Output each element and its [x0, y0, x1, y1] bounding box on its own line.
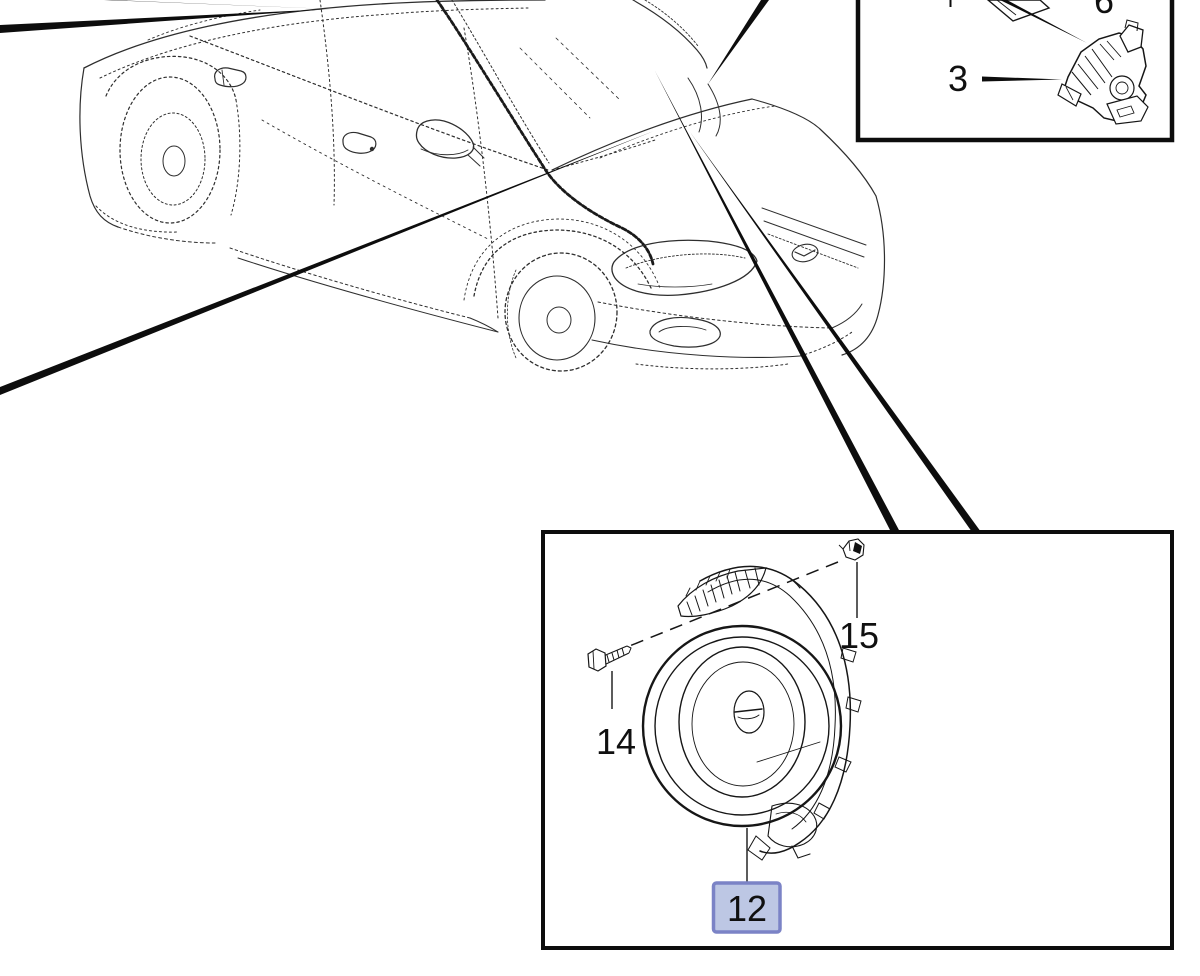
callout-14[interactable]: 14	[596, 721, 636, 762]
callout-partial-6: 6	[1094, 0, 1114, 21]
callout-12: 12	[727, 888, 767, 929]
leader-from-top	[708, 0, 769, 84]
car-rear-hatch	[79, 67, 119, 228]
clip-drawing	[838, 538, 865, 561]
callout-15[interactable]: 15	[839, 615, 879, 656]
car-grille	[761, 207, 867, 269]
speaker-foot	[767, 802, 818, 848]
car-bumper	[591, 301, 863, 370]
car-beltline	[189, 35, 549, 171]
car-wipers	[687, 77, 721, 137]
car-front-wheel	[463, 218, 661, 372]
car-hood-edge	[551, 98, 753, 171]
sensor-internal-leader	[1000, 0, 1087, 43]
screw-axis-dashed-line	[626, 561, 839, 648]
leader-to-speaker-box-1	[655, 71, 900, 532]
car-headlight	[611, 239, 758, 296]
car-side-mirror	[415, 119, 485, 167]
leader-top-left-b	[0, 9, 331, 33]
car-rear-door-handle	[214, 67, 247, 88]
car-front-door-seam	[463, 27, 499, 319]
detail-box-sensor: 3 6	[855, 0, 1175, 143]
callout-3[interactable]: 3	[948, 58, 968, 99]
car-rear-wheel	[105, 55, 237, 224]
leader-to-speaker-box-2	[690, 132, 981, 532]
callout-12-highlight[interactable]: 12	[711, 881, 782, 934]
speaker-ratchet-bracket	[677, 567, 767, 618]
car-roofline	[83, 0, 546, 69]
leader-top-left-a	[104, 0, 331, 9]
detail-box-speaker: 15 14 12	[541, 530, 1174, 950]
callout-12-box	[711, 881, 782, 934]
leader-lower-left	[0, 131, 654, 395]
car-badge	[791, 243, 819, 263]
sensor-label-leader	[982, 76, 1062, 82]
speaker-dust-cap	[733, 690, 765, 734]
speaker-outer-ring	[641, 624, 843, 828]
sensor-part-drawing	[1057, 19, 1149, 125]
screw-drawing	[587, 645, 632, 672]
speaker-box-border	[541, 530, 1174, 950]
car-rear-door-seam	[319, 0, 335, 206]
speaker-drawing	[641, 565, 862, 861]
car-a-pillar	[435, 0, 655, 266]
car-illustration	[79, 0, 886, 372]
car-front-silhouette	[841, 195, 886, 356]
car-front-door-handle	[342, 131, 377, 154]
sensor-box-border	[855, 0, 1175, 143]
speaker-cone	[678, 646, 806, 798]
leader-lines	[0, 0, 981, 532]
car-fog-lamp	[649, 316, 721, 348]
